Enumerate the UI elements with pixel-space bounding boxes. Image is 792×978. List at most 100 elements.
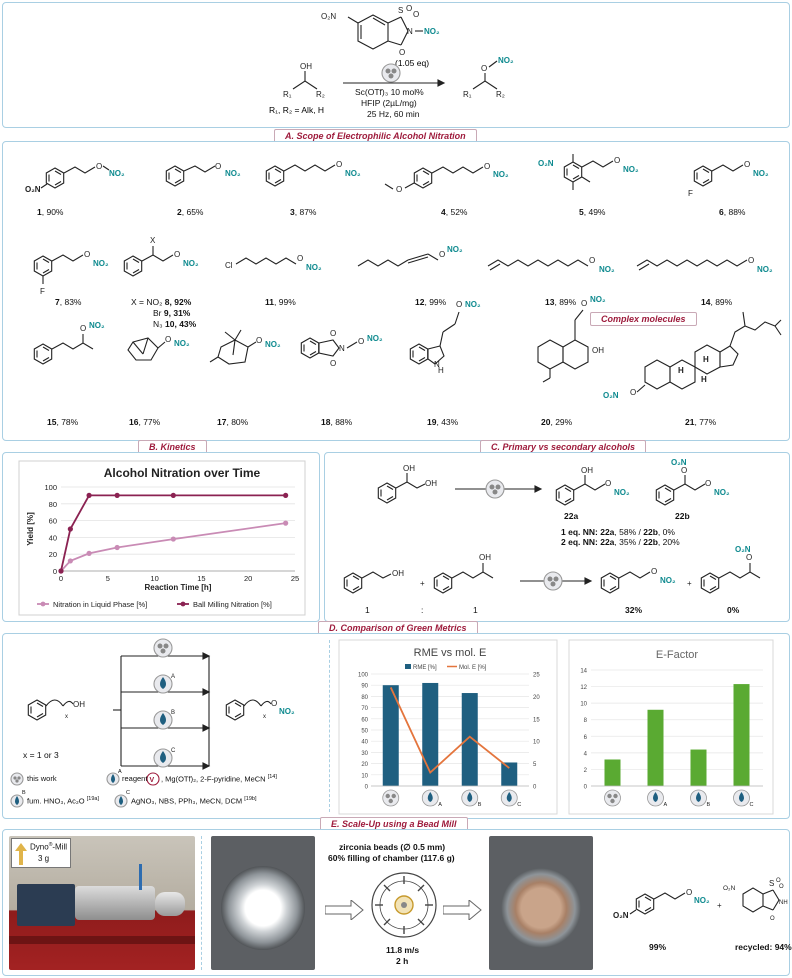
svg-text:O: O bbox=[589, 256, 595, 265]
svg-text:NO₂: NO₂ bbox=[757, 265, 773, 274]
yield-label-7: 7, 83% bbox=[55, 297, 82, 307]
reagent-drop-icon bbox=[10, 794, 24, 808]
svg-text:NO₂: NO₂ bbox=[447, 245, 463, 254]
svg-text:OH: OH bbox=[479, 553, 491, 562]
svg-text:O: O bbox=[770, 916, 775, 922]
yield-label-3: 3, 87% bbox=[290, 207, 317, 217]
yield-label-5: 5, 49% bbox=[579, 207, 606, 217]
y-tick-label: 80 bbox=[49, 500, 57, 509]
svg-text:OH: OH bbox=[73, 700, 85, 709]
svg-text:NO₂: NO₂ bbox=[694, 896, 710, 905]
category-label: C bbox=[750, 802, 754, 808]
svg-text:V: V bbox=[150, 777, 155, 784]
svg-text:+: + bbox=[420, 579, 425, 588]
ball-mill-icon bbox=[153, 638, 173, 658]
section-a-panel: O NO₂ O₂N O NO₂ O NO₂ O NO₂ O bbox=[2, 141, 790, 441]
route-label-a: A bbox=[171, 674, 175, 680]
svg-text:O: O bbox=[96, 162, 102, 171]
x-note: x = 1 or 3 bbox=[23, 750, 59, 760]
y2-tick-label: 10 bbox=[533, 740, 540, 746]
svg-text:O: O bbox=[779, 884, 784, 890]
section-e-divider bbox=[201, 836, 202, 970]
legend-label: RME [%] bbox=[413, 665, 437, 671]
compound-5: O NO₂ O₂N bbox=[538, 154, 639, 190]
svg-text:O: O bbox=[297, 254, 303, 263]
ball bbox=[610, 798, 615, 804]
svg-text:O: O bbox=[336, 160, 342, 169]
ball-mill-icon bbox=[381, 63, 401, 83]
rme-bar bbox=[382, 685, 399, 786]
yield-label-6: 6, 88% bbox=[719, 207, 746, 217]
compound-12: O NO₂ bbox=[357, 245, 463, 267]
compound-13: O NO₂ bbox=[487, 256, 615, 274]
data-point bbox=[86, 550, 92, 556]
yield-secondary: 0% bbox=[727, 605, 740, 615]
svg-text:R₁: R₁ bbox=[463, 90, 472, 99]
icon-circle bbox=[382, 789, 400, 807]
compound-19: O NO₂ H N bbox=[409, 300, 481, 375]
category-label: C bbox=[517, 802, 521, 808]
efactor-bar bbox=[690, 749, 707, 786]
yield-label-21: 21, 77% bbox=[685, 417, 717, 427]
reagent-drop-icon bbox=[421, 789, 439, 807]
svg-text:O: O bbox=[174, 250, 180, 259]
y-tick-label: 6 bbox=[584, 735, 588, 741]
svg-text:NO₂: NO₂ bbox=[493, 170, 509, 179]
svg-text:H: H bbox=[703, 355, 709, 364]
compound-11: Cl O NO₂ bbox=[225, 254, 322, 272]
svg-text:O: O bbox=[80, 324, 86, 333]
legend-c-mark: C bbox=[126, 790, 130, 796]
y-tick-label: 8 bbox=[584, 718, 588, 724]
chart-title: E-Factor bbox=[656, 649, 699, 661]
svg-text:O₂N: O₂N bbox=[723, 885, 736, 892]
rme-chart: RME vs mol. E010203040506070809010005101… bbox=[338, 639, 558, 815]
legend-label: Nitration in Liquid Phase [%] bbox=[53, 600, 147, 609]
y-tick-label: 40 bbox=[361, 740, 368, 746]
svg-text:F: F bbox=[688, 189, 693, 198]
svg-text:O: O bbox=[399, 48, 405, 57]
svg-text:OH: OH bbox=[581, 466, 593, 475]
x-tick-label: 0 bbox=[59, 574, 63, 583]
drop bbox=[653, 792, 658, 802]
y-tick-label: 20 bbox=[49, 550, 57, 559]
svg-text:NO₂: NO₂ bbox=[279, 707, 295, 716]
svg-text:O: O bbox=[215, 162, 221, 171]
svg-text:NO₂: NO₂ bbox=[345, 169, 361, 178]
yield-label-8: X = NO₂ 8, 92% bbox=[131, 297, 192, 307]
ball bbox=[385, 793, 390, 799]
x-tick-label: 5 bbox=[106, 574, 110, 583]
condition-frequency: 25 Hz, 60 min bbox=[367, 109, 420, 119]
reagent-eq: (1.05 eq) bbox=[395, 58, 429, 68]
reagent-drop-icon bbox=[690, 789, 707, 807]
y-axis-label: Yield [%] bbox=[26, 512, 35, 546]
reagent-drop-icon bbox=[733, 789, 750, 807]
svg-text:S: S bbox=[398, 6, 403, 15]
drop bbox=[696, 792, 701, 802]
svg-text:O: O bbox=[439, 250, 445, 259]
svg-text:NO₂: NO₂ bbox=[753, 169, 769, 178]
legend-swatch bbox=[405, 664, 411, 669]
x-tick-label: 25 bbox=[291, 574, 299, 583]
reagent-drop-icon-b bbox=[153, 710, 173, 730]
compound-6: O NO₂ F bbox=[688, 160, 769, 198]
route-label-c: C bbox=[171, 748, 176, 754]
legend-this-work: this work bbox=[27, 774, 57, 783]
saccharin-structure: S O O NH O O₂N bbox=[723, 878, 788, 922]
condition-catalyst: Sc(OTf)₃ 10 mol% bbox=[355, 87, 424, 97]
nitrate-product-structure: O NO₂ R₁ R₂ bbox=[463, 56, 514, 99]
svg-text:NH: NH bbox=[779, 900, 788, 906]
product-22a-structure: OH O NO₂ bbox=[555, 466, 630, 506]
y2-tick-label: 20 bbox=[533, 695, 540, 701]
svg-text:O₂N: O₂N bbox=[25, 185, 41, 194]
compound-7: O NO₂ F bbox=[33, 250, 109, 296]
yield-label-13: 13, 89% bbox=[545, 297, 577, 307]
mill-scale: 3 g bbox=[38, 854, 50, 863]
svg-text:NO₂: NO₂ bbox=[465, 300, 481, 309]
svg-text:NO₂: NO₂ bbox=[714, 488, 730, 497]
yield-label-11: 11, 99% bbox=[265, 297, 296, 307]
chamber-product-photo bbox=[489, 836, 593, 970]
svg-text:N: N bbox=[339, 344, 345, 353]
y2-tick-label: 0 bbox=[533, 785, 537, 791]
svg-text:N: N bbox=[407, 27, 413, 36]
svg-text:H: H bbox=[701, 375, 707, 384]
